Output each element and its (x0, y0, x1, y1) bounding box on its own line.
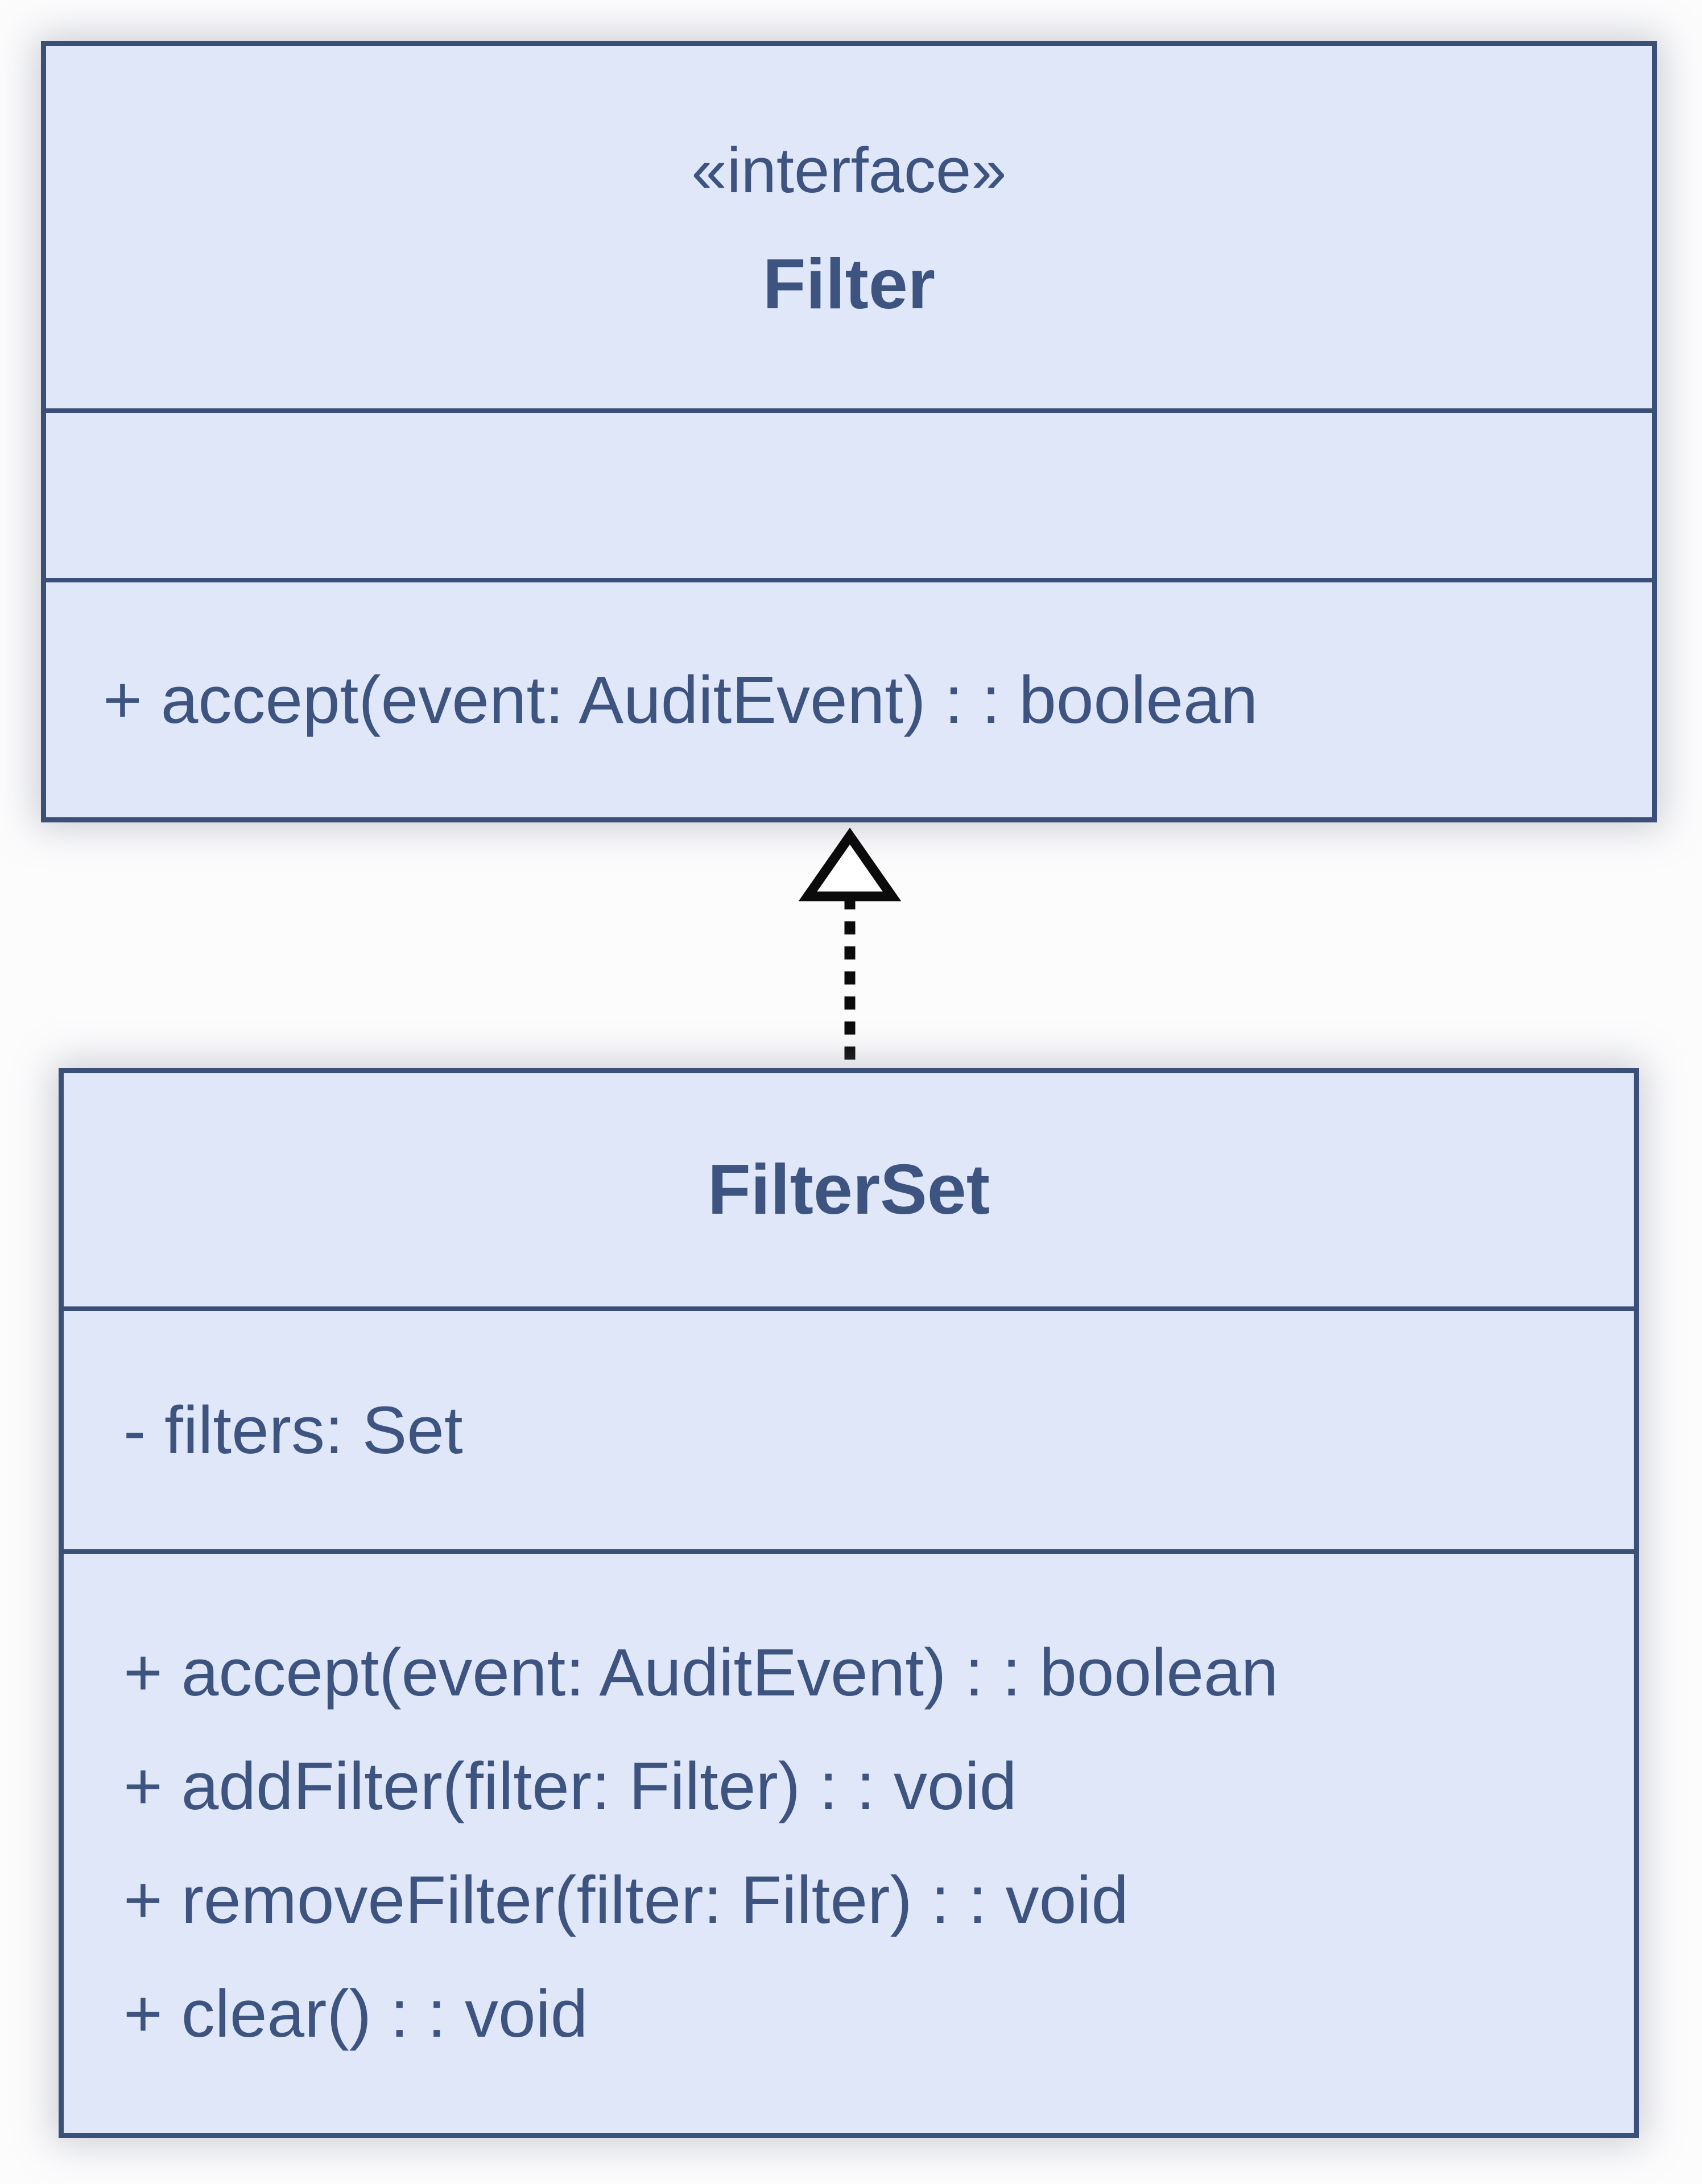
filterset-attribute-filters: - filters: Set (123, 1392, 463, 1468)
filter-attributes-compartment (46, 413, 1652, 582)
filter-class-name: Filter (762, 245, 936, 324)
filterset-class-name: FilterSet (707, 1151, 990, 1229)
filter-methods-compartment: + accept(event: AuditEvent) : : boolean (46, 582, 1652, 817)
realization-hollow-triangle (799, 828, 901, 901)
filterset-method-accept: + accept(event: AuditEvent) : : boolean (123, 1635, 1279, 1710)
realization-arrow-icon (799, 828, 901, 1068)
filter-stereotype-label: «interface» (691, 134, 1007, 206)
filterset-method-addfilter: + addFilter(filter: Filter) : : void (123, 1749, 1017, 1824)
filterset-method-removefilter: + removeFilter(filter: Filter) : : void (123, 1863, 1129, 1938)
filterset-methods-compartment: + accept(event: AuditEvent) : : boolean … (64, 1554, 1634, 2133)
filterset-title-compartment: FilterSet (64, 1073, 1634, 1311)
filterset-method-clear: + clear() : : void (123, 1976, 588, 2051)
filter-method-accept: + accept(event: AuditEvent) : : boolean (103, 662, 1258, 738)
filterset-attributes-compartment: - filters: Set (64, 1311, 1634, 1554)
filter-title-compartment: «interface» Filter (46, 46, 1652, 413)
uml-class-filter: «interface» Filter + accept(event: Audit… (41, 41, 1657, 822)
uml-class-filterset: FilterSet - filters: Set + accept(event:… (59, 1068, 1639, 2138)
